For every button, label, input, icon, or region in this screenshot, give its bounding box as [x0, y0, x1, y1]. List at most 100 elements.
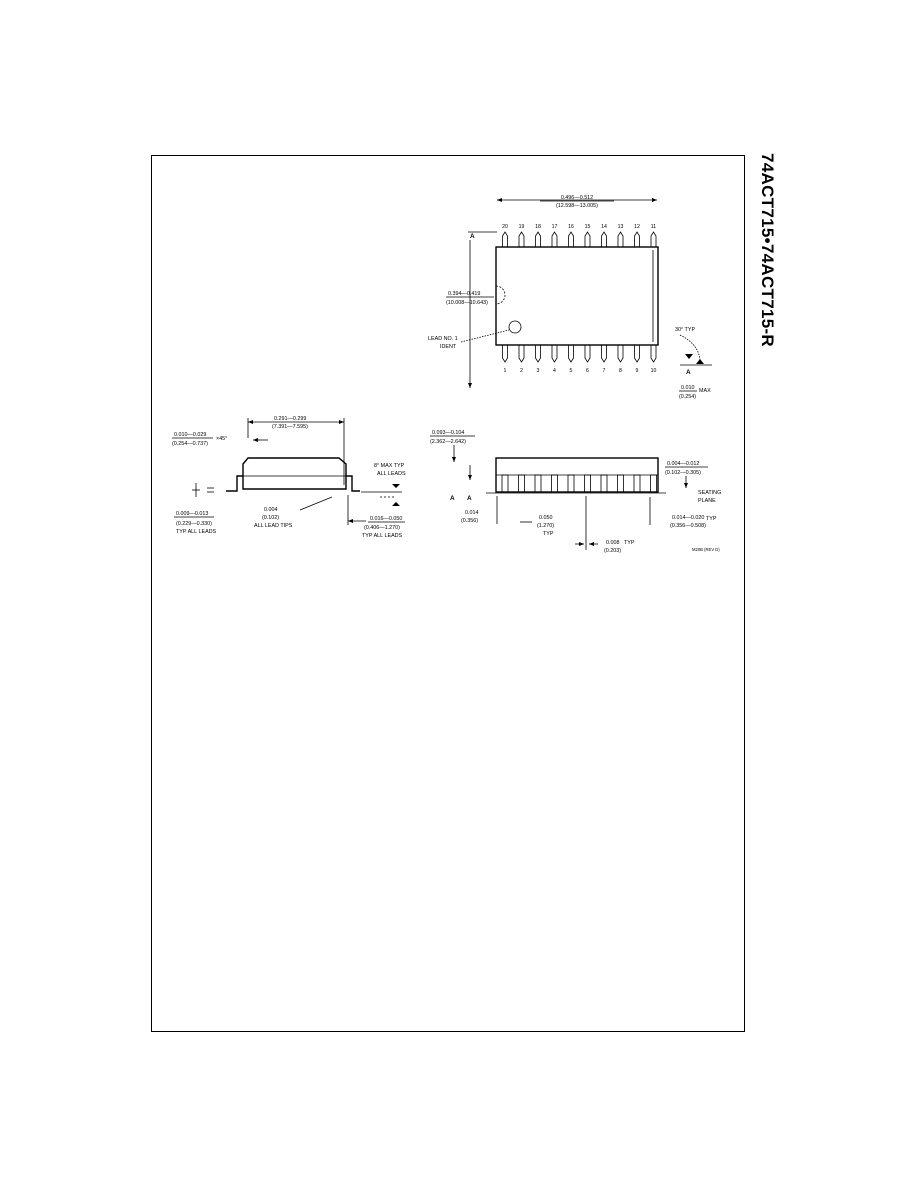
coplanarity-leader [299, 496, 333, 511]
gap-arrow-left [579, 542, 584, 546]
pin1-label-2: IDENT [440, 344, 457, 350]
side-lead [617, 474, 624, 493]
top-pin-label: 19 [519, 224, 525, 230]
datum-a-side-2: A [467, 495, 472, 502]
lead-thk-note: TYP ALL LEADS [176, 529, 217, 535]
top-pin-label: 14 [601, 224, 607, 230]
gap-dim: 0.008 [606, 540, 620, 546]
width-dim-mm: (10.008—10.643) [446, 300, 488, 306]
gap-arrow-right [589, 542, 594, 546]
top-pin-lead [551, 231, 558, 247]
width-dim-text: 0.394—0.419 [448, 291, 480, 297]
bottom-pin-lead [551, 345, 558, 363]
bottom-pin-lead [650, 345, 657, 363]
height-arrow [452, 457, 456, 462]
lead-thk-mm: (0.229—0.330) [176, 521, 212, 527]
side-lead [567, 474, 575, 493]
side-view: 0.093—0.104 (2.362—2.642) A A 0.004—0.01… [430, 430, 721, 554]
package-body-top [495, 246, 659, 346]
pitch-dim-mm: (1.270) [537, 523, 554, 529]
chamfer-angle: ×45° [216, 436, 227, 442]
side-lead-row [501, 474, 657, 493]
angle-text: 30° TYP [675, 327, 695, 333]
end-lead-right [346, 475, 360, 492]
end-view: 0.291—0.299 (7.391—7.595) 0.010—0.029 (0… [172, 416, 406, 539]
angle-arrow-2 [696, 359, 704, 364]
drawing-number: M20B (REV D) [692, 547, 720, 552]
height-arrow-2 [468, 475, 472, 480]
top-pin-label: 12 [634, 224, 640, 230]
pin1-label: LEAD NO. 1 [428, 336, 458, 342]
gap-note: TYP [624, 540, 635, 546]
bottom-pin-label: 5 [570, 368, 573, 374]
bottom-pin-lead [518, 345, 525, 363]
tip-dim-mm: (0.356) [461, 518, 478, 524]
bottom-pin-lead [601, 345, 607, 363]
standoff: 0.004—0.012 [667, 461, 699, 467]
foot-len: 0.016—0.050 [370, 516, 402, 522]
pin1-dot [508, 320, 522, 334]
foot-len-mm: (0.406—1.270) [364, 525, 400, 531]
chamfer-dim: 0.010—0.029 [174, 432, 206, 438]
pin1-notch [495, 285, 506, 305]
side-lead [600, 474, 608, 493]
foot-arrow [348, 519, 353, 523]
bottom-pin-label: 8 [619, 368, 622, 374]
top-pin-label: 15 [585, 224, 591, 230]
side-lead [518, 474, 525, 493]
coplanarity-mm: (0.102) [262, 515, 279, 521]
top-pin-lead [634, 231, 640, 247]
bottom-pin-lead [584, 345, 591, 363]
lead-angle-arrow [392, 484, 400, 488]
end-width-arrow-left [248, 420, 253, 424]
end-body [242, 457, 347, 490]
bottom-pin-label: 3 [537, 368, 540, 374]
end-width-dim-mm: (7.391—7.595) [272, 424, 308, 430]
bottom-pin-label: 7 [603, 368, 606, 374]
bottom-pin-lead [535, 345, 541, 363]
foot-len-note: TYP ALL LEADS [362, 533, 403, 539]
top-pin-lead [502, 231, 508, 247]
bottom-pin-lead [502, 345, 508, 363]
lead-w: 0.014—0.020 [672, 515, 704, 521]
height-dim-mm: (2.362—2.642) [430, 439, 466, 445]
datum-a-side-1: A [450, 495, 455, 502]
coplanarity: 0.004 [264, 507, 278, 513]
bottom-pin-label: 4 [553, 368, 556, 374]
length-dim-mm: (12.598—13.005) [556, 203, 598, 209]
lead-angle-2: ALL LEADS [377, 471, 406, 477]
datum-a-angle: A [686, 369, 691, 376]
standoff-arrow [684, 483, 688, 488]
chamfer-arrow [253, 438, 258, 442]
side-lead [551, 474, 558, 493]
chamfer-dim-mm: (0.254—0.737) [172, 441, 208, 447]
top-pin-lead [584, 231, 591, 247]
lead-angle: 8° MAX TYP [374, 463, 405, 469]
angle-arc [679, 334, 701, 363]
page-frame [151, 155, 745, 1032]
length-arrow-left [497, 198, 502, 202]
length-arrow-right [652, 198, 657, 202]
end-width-dim: 0.291—0.299 [274, 416, 306, 422]
flatness-note: MAX [699, 388, 711, 394]
bottom-pin-label: 1 [504, 368, 507, 374]
lead-w-mm: (0.356—0.508) [670, 523, 706, 529]
length-dim-text: 0.496—0.512 [561, 195, 593, 201]
width-arrow-down [468, 383, 472, 388]
end-width-arrow-right [339, 420, 344, 424]
lead-w-note: TYP [706, 516, 717, 522]
pitch-note: TYP [543, 531, 554, 537]
top-pin-label: 16 [568, 224, 574, 230]
height-dim: 0.093—0.104 [432, 430, 464, 436]
datum-a-top: A [470, 233, 475, 240]
top-pin-label: 13 [618, 224, 624, 230]
side-lead [633, 474, 641, 493]
bottom-pin-lead [634, 345, 640, 363]
end-lead-left [226, 475, 243, 492]
top-pin-label: 11 [651, 224, 656, 230]
gap-dim-mm: (0.203) [604, 548, 621, 554]
